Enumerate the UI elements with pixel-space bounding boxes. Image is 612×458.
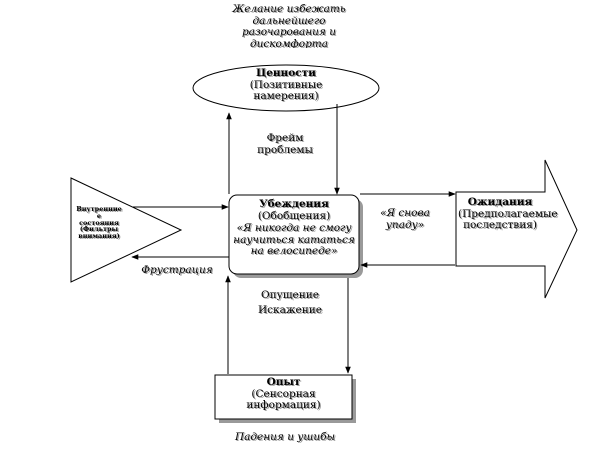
top-note: Желание избежать дальнейшего разочарован…	[222, 4, 356, 48]
inner-state-line-5: внимания)	[78, 232, 120, 241]
inner-state-line-3: состояния	[79, 218, 119, 227]
beliefs-title: Убеждения	[259, 198, 329, 210]
experience-label: Опыт (Сенсорная информация)	[217, 376, 350, 412]
expectations-title: Ожидания	[467, 196, 533, 208]
expectations-label: Ожидания (Предполагаемые последствия)	[458, 196, 558, 232]
experience-box	[214, 374, 353, 420]
values-subtitle: (Позитивные намерения)	[249, 78, 323, 103]
experience-subtitle: (Сенсорная информация)	[246, 387, 321, 412]
beliefs-label: Убеждения (Обобщения) «Я никогда не смог…	[231, 198, 357, 258]
expectations-block-arrow	[455, 159, 578, 299]
inner-state-line-4: (Фильтры	[79, 225, 119, 234]
values-label: Ценности (Позитивные намерения)	[222, 68, 350, 104]
inner-state-line-1: Внутренние	[76, 205, 122, 213]
beliefs-box	[228, 194, 360, 275]
expectations-subtitle: (Предполагаемые последствия)	[458, 207, 558, 232]
inner-state-triangle	[70, 177, 183, 283]
values-title: Ценности	[256, 68, 316, 79]
beliefs-subtitle: (Обобщения)	[257, 209, 331, 222]
values-ellipse	[192, 64, 380, 112]
beliefs-quote: «Я никогда не смогу научиться кататься н…	[233, 222, 355, 258]
distortion-label: Искажение	[258, 304, 322, 316]
omission-label: Опущение	[261, 289, 319, 301]
top-note-text: Желание избежать дальнейшего разочарован…	[232, 4, 346, 48]
frame-label: Фрейм проблемы	[257, 132, 313, 156]
inner-state-line-2: е	[96, 211, 102, 220]
fall-again-label: «Я снова упаду»	[380, 207, 430, 231]
inner-state-label: Внутренние е состояния (Фильтры внимания…	[68, 206, 130, 240]
frustration-label: Фрустрация	[141, 264, 213, 276]
experience-title: Опыт	[266, 376, 301, 388]
bottom-note: Падения и ушибы	[234, 431, 336, 443]
